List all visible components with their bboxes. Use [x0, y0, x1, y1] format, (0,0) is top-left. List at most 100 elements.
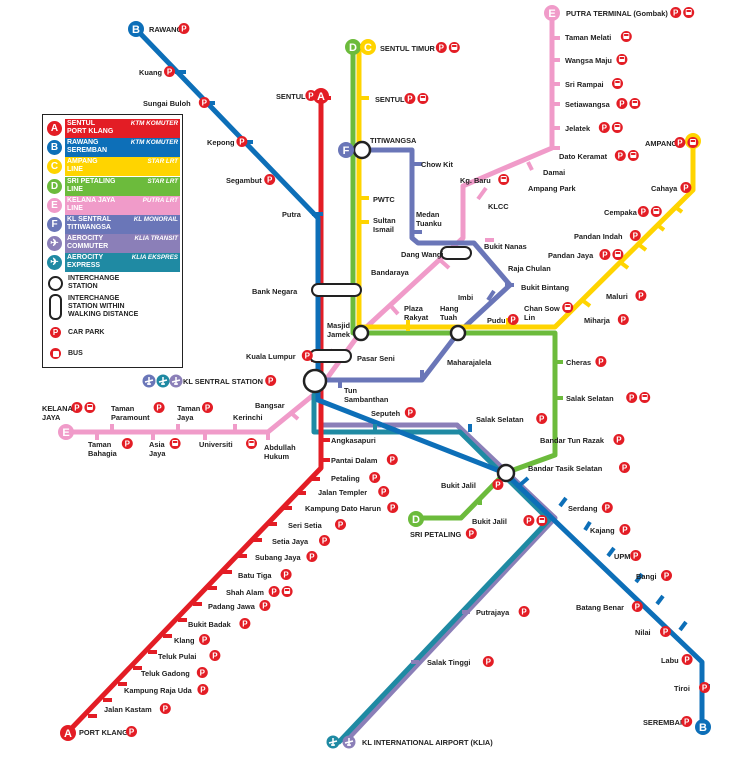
- station-name-line: Seri Setia: [288, 521, 323, 530]
- station-name-line: Wangsa Maju: [565, 56, 612, 65]
- station-name-line: Salak Selatan: [476, 415, 524, 424]
- station-name-line: Jalan Templer: [318, 488, 367, 497]
- station-name-line: Subang Jaya: [255, 553, 301, 562]
- station-name-line: Putra: [282, 210, 302, 219]
- station-name-line: Ampang Park: [528, 184, 577, 193]
- station-name-line: Bahagia: [88, 449, 118, 458]
- plane-icon-glyph: [328, 738, 338, 746]
- station-name: Maharajalela: [447, 358, 492, 367]
- station-name: Bandar Tun Razak: [540, 436, 605, 445]
- legend-line-name: KL SENTRAL TITIWANGSA: [67, 216, 112, 231]
- station-name-line: Labu: [661, 656, 679, 665]
- station-name: Taman Melati: [565, 33, 611, 42]
- terminal-badge-letter: F: [343, 145, 350, 157]
- car-park-icon: [681, 716, 693, 727]
- station-name: Pandan Indah: [574, 232, 623, 241]
- bus-icon-window: [420, 96, 426, 98]
- bus-icon-window: [565, 305, 570, 307]
- car-park-icon: [465, 528, 477, 539]
- line-e-terminal-badge: [544, 5, 560, 21]
- car-park-label: P: [200, 669, 206, 678]
- station-name-line: Cheras: [566, 358, 591, 367]
- station-name: Batang Benar: [576, 603, 624, 612]
- car-park-icon: [630, 550, 642, 561]
- station-label: Bukit Bintang: [521, 283, 570, 292]
- car-park-icon: [209, 650, 221, 661]
- station-name-line: Rakyat: [404, 313, 429, 322]
- car-park-label: P: [308, 92, 314, 101]
- car-park-icon: [199, 634, 210, 645]
- station-label: Damai: [543, 168, 565, 177]
- car-park-label: P: [125, 440, 131, 449]
- station-name-line: SRI PETALING: [410, 530, 461, 539]
- bus-icon-window: [87, 405, 93, 407]
- station-tick: [580, 298, 592, 308]
- legend-line-type: KLIA TRANSIT: [134, 235, 179, 243]
- car-park-icon: [680, 182, 692, 193]
- station-name-line: Padang Jawa: [208, 602, 256, 611]
- station-name-line: Dang Wangi: [401, 250, 443, 259]
- station-name-line: Bandar Tun Razak: [540, 436, 605, 445]
- station-tick: [672, 204, 684, 214]
- station-label: Chow Kit: [421, 160, 454, 169]
- car-park-label: P: [212, 652, 218, 661]
- car-park-icon: [660, 626, 671, 637]
- car-park-icon: [617, 314, 629, 325]
- station-label: Dang Wangi: [401, 250, 443, 259]
- station-name-line: SENTUL: [375, 95, 405, 104]
- station-name: Bandar Tasik Selatan: [528, 464, 603, 473]
- car-park-icon: [202, 402, 213, 413]
- bus-icon-window: [284, 589, 290, 591]
- station-name-line: Dato Keramat: [559, 152, 608, 161]
- station-name: Pudu: [487, 316, 506, 325]
- station-name-line: Taman: [111, 404, 135, 413]
- station-label: Bandaraya: [371, 268, 410, 277]
- station-name-line: Chan Sow: [524, 304, 560, 313]
- car-park-icon: [598, 122, 610, 133]
- station-name: Seputeh: [371, 409, 401, 418]
- station-name: Jelatek: [565, 124, 591, 133]
- station-name: Kerinchi: [233, 413, 263, 422]
- car-park-icon: [153, 402, 165, 413]
- car-park-label: P: [74, 404, 80, 413]
- station-label: Angkasapuri: [331, 436, 376, 445]
- station-name-line: Petaling: [331, 474, 360, 483]
- station-name-line: Imbi: [458, 293, 473, 302]
- bus-icon-window: [452, 45, 457, 47]
- station-name: Universiti: [199, 440, 233, 449]
- car-park-label: P: [242, 620, 248, 629]
- legend-line-type: PUTRA LRT: [142, 196, 178, 204]
- station-name-line: Pasar Seni: [357, 354, 395, 363]
- car-park-label: P: [283, 571, 289, 580]
- station-name: Bandaraya: [371, 268, 410, 277]
- car-park-label: P: [495, 481, 501, 490]
- station-name: SENTUL: [375, 95, 405, 104]
- bus-icon-window: [686, 10, 691, 12]
- car-park-icon: [264, 174, 276, 185]
- car-park-icon: [507, 314, 519, 325]
- station-name: Bukit Bintang: [521, 283, 570, 292]
- station-tick: [606, 546, 616, 558]
- car-park-icon: [536, 413, 548, 424]
- car-park-label: P: [638, 292, 644, 301]
